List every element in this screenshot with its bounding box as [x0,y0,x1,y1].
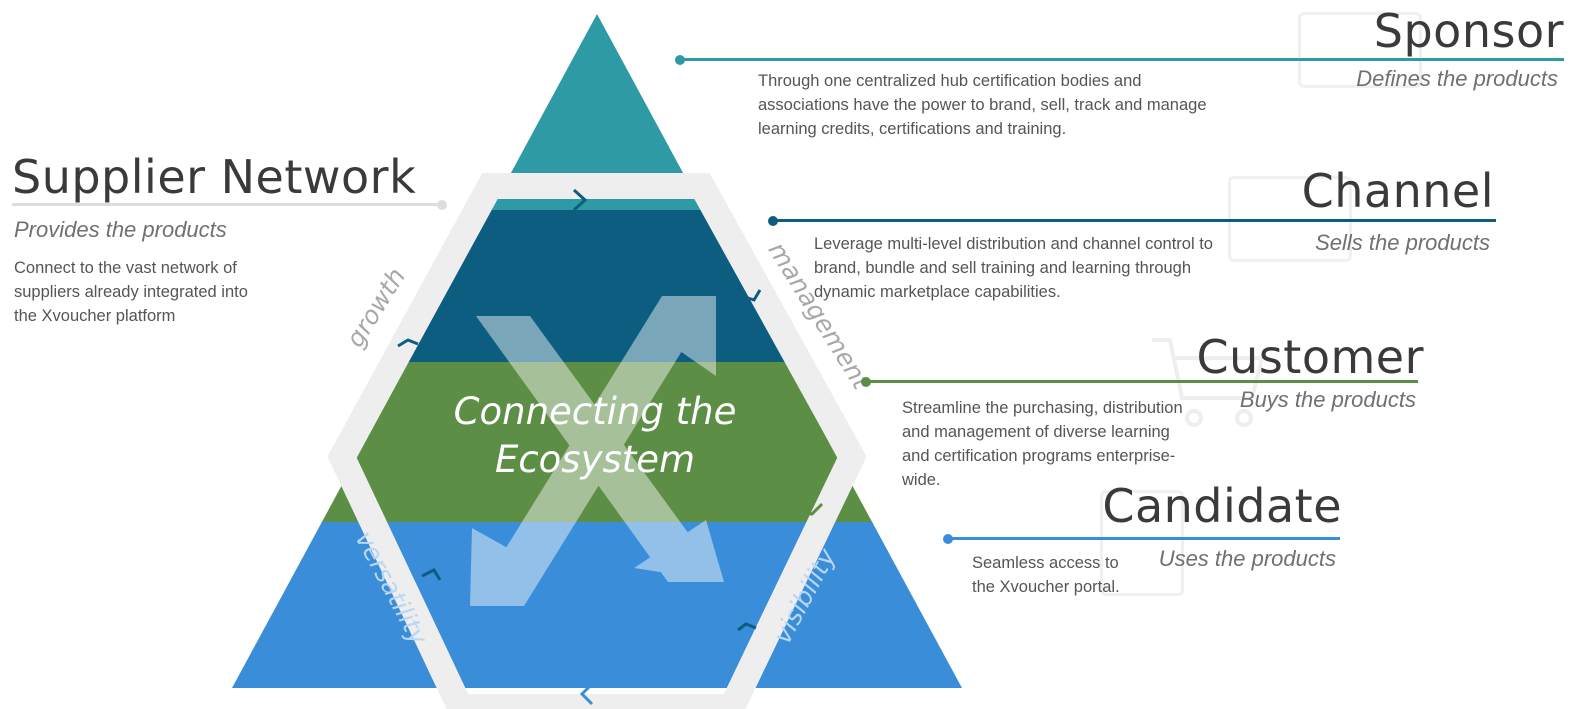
supplier-description: Connect to the vast network of suppliers… [14,256,248,328]
candidate-rule [948,537,1340,540]
channel-rule [772,219,1496,222]
center-title-line1: Connecting the [454,390,737,433]
blue-band [232,522,962,688]
chevron-icon [799,502,824,516]
sponsor-subtitle: Defines the products [1356,66,1558,91]
chevron-icon [737,622,757,632]
sponsor-line: learning credits, certifications and tra… [758,120,1067,138]
sponsor-title: Sponsor [1373,4,1564,58]
sponsor-line: Through one centralized hub certificatio… [758,72,1142,90]
supplier-title: Supplier Network [12,150,417,204]
channel-title: Channel [1301,164,1494,218]
sponsor-description: Through one centralized hub certificatio… [758,69,1207,141]
sponsor-line: associations have the power to brand, se… [758,96,1207,114]
cart-icon [1148,336,1268,436]
channel-subtitle: Sells the products [1315,230,1490,255]
pyramid-graphic: Connecting the Ecosystem growth manageme… [232,14,962,709]
channel-line: Leverage multi-level distribution and ch… [814,235,1213,253]
supplier-dot [437,200,447,210]
chevron-icon [397,338,419,348]
sponsor-rule [680,58,1564,61]
channel-line: dynamic marketplace capabilities. [814,283,1061,301]
x-arrows-icon [470,296,724,606]
customer-line: Streamline the purchasing, distribution [902,399,1183,417]
channel-line: brand, bundle and sell training and lear… [814,259,1192,277]
candidate-title: Candidate [1102,479,1342,533]
chevron-icon [572,188,588,212]
chevron-icon [421,568,442,581]
supplier-subtitle: Provides the products [14,217,227,242]
customer-line: wide. [902,471,941,489]
certificate-icon [1298,12,1422,88]
chevron-icon [741,289,762,302]
channel-description: Leverage multi-level distribution and ch… [814,232,1213,304]
customer-line: and management of diverse learning [902,423,1170,441]
candidate-subtitle: Uses the products [1158,546,1336,571]
customer-line: and certification programs enterprise- [902,447,1176,465]
calculator-icon [1100,490,1184,596]
hexagon-ring [327,173,867,709]
customer-description: Streamline the purchasing, distribution … [902,396,1183,492]
customer-rule [866,380,1418,383]
candidate-description: Seamless access to the Xvoucher portal. [972,551,1120,599]
customer-subtitle: Buys the products [1239,387,1416,412]
chevron-icon [579,682,594,706]
candidate-line: Seamless access to [972,554,1119,572]
center-title-line2: Ecosystem [495,438,695,481]
supplier-rule [12,203,442,206]
candidate-line: the Xvoucher portal. [972,578,1120,596]
customer-title: Customer [1196,330,1424,384]
supplier-line: suppliers already integrated into [14,283,248,301]
supplier-line: the Xvoucher platform [14,307,176,325]
supplier-line: Connect to the vast network of [14,259,237,277]
